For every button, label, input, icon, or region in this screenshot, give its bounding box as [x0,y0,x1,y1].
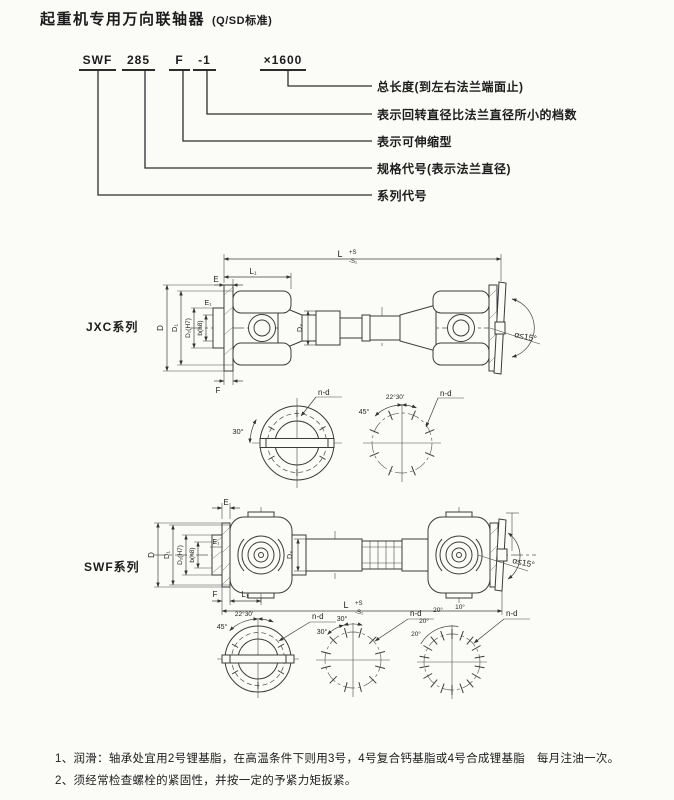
model-leader-lines [97,69,372,196]
jxc-dim-E1: E₁ [204,300,212,307]
jxc-dim-L-plus: +S [349,250,357,256]
swf-dimensions: E E₁ D D₁ D₂(H7) b(h8) D₃ F L₁ [147,498,503,616]
swf-view2-angle-30b: 30° [337,615,348,623]
jxc-dim-D1: D₁ [170,324,179,332]
swf-flange-view-right: 20° 10° 20° 20° n-d [411,603,530,699]
swf-view3-bolt-label: n-d [506,609,518,618]
jxc-angle-label: α≤15° [514,329,538,343]
callout-telescopic: 表示可伸缩型 [377,135,453,149]
jxc-dim-L1: L₁ [249,267,256,276]
jxc-flange-view-bolts: 45° 22°30′ n-d [359,389,464,482]
swf-shaft-outline [211,511,508,599]
swf-view3-angle-20b: 20° [419,617,429,625]
swf-dim-D1: D₁ [162,551,171,559]
swf-dim-D: D [147,552,156,558]
header: 起重机专用万向联轴器 (Q/SD标准) [40,8,272,29]
swf-dim-D3: D₃ [287,551,294,559]
swf-dim-L-minus: -S₁ [355,610,363,616]
jxc-angle-annotation: α≤15° [489,298,541,358]
swf-dim-L1: L₁ [241,590,248,599]
jxc-dim-D2: D₂(H7) [185,318,192,338]
jxc-view2-bolt-label: n-d [440,389,452,398]
jxc-view2-angle-2230: 22°30′ [386,393,405,401]
jxc-dim-L-minus: -S₁ [349,259,357,265]
swf-view1-angle-2230: 22°30′ [235,610,254,618]
swf-series-label: SWF系列 [84,560,140,574]
swf-view3-angle-20a: 20° [433,606,443,614]
callout-spec-code: 规格代号(表示法兰直径) [377,162,511,176]
model-code-length: ×1600 [260,53,306,71]
jxc-dimensions: L +S -S₁ L₁ E E₁ D D₁ D₂(H7) b(h8) [156,249,502,395]
callout-step-count: 表示回转直径比法兰直径所小的档数 [377,108,578,122]
note-bolts: 2、须经常检查螺栓的紧固性，并按一定的予紧力矩扳紧。 [55,775,357,787]
standard-note: (Q/SD标准) [212,15,273,27]
jxc-shaft-outline [212,281,507,375]
model-code-step: -1 [193,53,216,71]
swf-dim-L: L [343,600,348,610]
jxc-dim-F: F [216,386,221,395]
swf-flange-view-slotted: 22°30′ 45° n-d [217,610,336,698]
callout-total-length: 总长度(到左右法兰端面止) [377,80,524,94]
jxc-dim-D: D [156,325,165,331]
jxc-series-label: JXC系列 [86,320,139,334]
swf-angle-annotation: α≤15° [477,512,536,580]
page-title: 起重机专用万向联轴器 [40,11,206,28]
jxc-dim-L: L [337,249,342,259]
model-code-size: 285 [122,53,155,71]
swf-dim-F: F [213,590,218,599]
jxc-dim-D3: D₃ [297,324,304,332]
jxc-view1-bolt-label: n-d [318,388,330,397]
footer-notes: 1、润滑：轴承处宜用2号锂基脂，在高温条件下则用3号，4号复合钙基脂或4号合成锂… [55,748,619,792]
jxc-view1-angle-30: 30° [232,427,243,436]
jxc-view2-angle-45: 45° [359,408,370,416]
model-code-type: F [169,53,190,71]
jxc-drawing: α≤15° L +S -S₁ L₁ E E₁ D D₁ D₂(H7) [156,249,541,488]
swf-dim-b: b(h8) [189,547,196,562]
jxc-flange-view-slotted: 30° n-d [232,388,342,488]
swf-dim-E: E [223,498,228,507]
swf-view2-angle-30a: 30° [317,628,328,636]
swf-view2-bolt-label: n-d [410,609,422,618]
swf-dim-L-plus: +S [355,601,363,607]
swf-angle-label: α≤15° [512,555,536,569]
swf-view3-angle-20c: 20° [411,630,421,638]
callout-series-code: 系列代号 [377,189,428,203]
swf-dim-D2: D₂(H7) [177,545,184,565]
note-lubrication: 1、润滑：轴承处宜用2号锂基脂，在高温条件下则用3号，4号复合钙基脂或4号合成锂… [55,753,620,765]
swf-view1-angle-45: 45° [217,623,228,631]
swf-flange-view-mid: 30° 30° n-d [316,609,434,697]
swf-view1-bolt-label: n-d [312,612,324,621]
jxc-dim-E: E [213,275,218,284]
swf-drawing: α≤15° E E₁ D D₁ D₂(H7) b(h8) D₃ [147,498,536,699]
swf-dim-E1: E₁ [212,539,220,546]
swf-view3-angle-10: 10° [455,603,465,611]
jxc-dim-b: b(h8) [197,320,204,335]
